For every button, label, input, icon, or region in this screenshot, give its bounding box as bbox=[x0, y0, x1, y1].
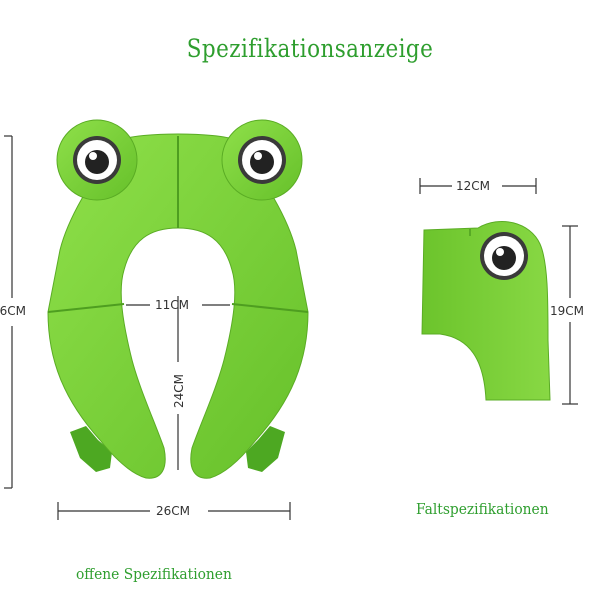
seat-body bbox=[47, 133, 309, 479]
page-title: Spezifikationsanzeige bbox=[186, 34, 434, 63]
folded-eye bbox=[480, 232, 528, 280]
dimension-lines bbox=[4, 135, 578, 520]
dimension-inner-length: 24CM bbox=[172, 373, 186, 408]
folded-seat bbox=[421, 220, 551, 401]
dimension-open-width: 26CM bbox=[156, 504, 191, 518]
dimension-open-height: 36CM bbox=[0, 304, 27, 318]
dimension-folded-height: 19CM bbox=[550, 304, 585, 318]
dimension-folded-width: 12CM bbox=[456, 179, 491, 193]
open-spec-caption: offene Spezifikationen bbox=[76, 565, 232, 583]
left-eye bbox=[73, 136, 121, 184]
open-seat bbox=[47, 119, 309, 479]
dimension-inner-width: 11CM bbox=[155, 298, 190, 312]
right-eye bbox=[238, 136, 286, 184]
left-foot bbox=[70, 426, 112, 472]
right-foot bbox=[246, 426, 285, 472]
folded-spec-caption: Faltspezifikationen bbox=[416, 500, 549, 518]
